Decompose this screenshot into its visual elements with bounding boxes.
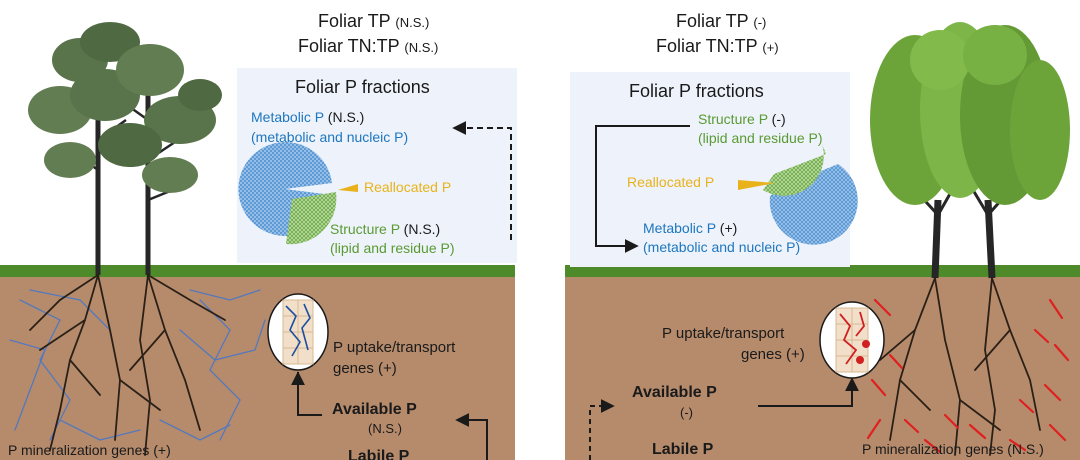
right-header-line1: Foliar TP (-) <box>676 11 766 32</box>
dashed-arrow-icon <box>452 121 512 240</box>
metabolic-label: Metabolic P <box>251 109 324 125</box>
right-header-line2: Foliar TN:TP (+) <box>656 36 779 57</box>
mineralization-genes-right: P mineralization genes (N.S.) <box>862 441 1044 457</box>
left-header-line2: Foliar TN:TP (N.S.) <box>298 36 438 57</box>
panel-title-left: Foliar P fractions <box>295 77 430 97</box>
metabolic-p-right: Metabolic P (+) <box>643 220 737 236</box>
available-p-right-sign: (-) <box>680 405 693 420</box>
metabolic-label: Metabolic P <box>643 220 716 236</box>
pie-slice-reallocated <box>738 180 775 190</box>
root-cell-icon <box>819 301 885 379</box>
grass-left <box>0 265 515 277</box>
foliar-tntp-sign: (N.S.) <box>404 40 439 55</box>
uptake-genes-right-line2: genes (+) <box>741 346 805 363</box>
left-header-line1: Foliar TP (N.S.) <box>318 11 429 32</box>
roots-left <box>9 274 266 456</box>
broadleaf-tree-icon <box>870 22 1070 279</box>
pie-slice-structure <box>763 144 826 196</box>
pie-right <box>738 144 858 245</box>
structure-sign: (-) <box>771 111 786 127</box>
metabolic-p-left: Metabolic P (N.S.) <box>251 109 364 125</box>
metabolic-sub-left: (metabolic and nucleic P) <box>251 129 409 145</box>
structure-p-left: Structure P (N.S.) <box>330 221 440 237</box>
arrow-labile-to-available-left <box>455 413 488 460</box>
structure-sub-left: (lipid and residue P) <box>330 240 455 256</box>
root-cell-icon <box>267 293 329 371</box>
structure-label: Structure P <box>698 111 768 127</box>
available-p-right: Available P <box>632 384 717 401</box>
structure-sign: (N.S.) <box>403 221 441 237</box>
conifer-tree-icon <box>28 22 222 275</box>
metabolic-sub-right: (metabolic and nucleic P) <box>643 239 801 255</box>
pie-slice-structure <box>286 192 337 245</box>
pie-left <box>238 141 358 245</box>
labile-p-left: Labile P <box>348 448 410 460</box>
foliar-tp-sign: (N.S.) <box>395 15 430 30</box>
reallocated-p-right: Reallocated P <box>627 174 715 190</box>
foliar-tntp-label: Foliar TN:TP <box>656 36 758 56</box>
foliar-tntp-sign: (+) <box>762 40 779 55</box>
structure-label: Structure P <box>330 221 400 237</box>
panel-title-right: Foliar P fractions <box>629 81 764 101</box>
structure-sub-right: (lipid and residue P) <box>698 130 823 146</box>
foliar-tp-label: Foliar TP <box>318 11 391 31</box>
foliar-tp-label: Foliar TP <box>676 11 749 31</box>
soil-right <box>565 275 1080 460</box>
available-p-left-sign: (N.S.) <box>368 421 402 436</box>
grass-right <box>565 265 1080 277</box>
mineralization-genes-left: P mineralization genes (+) <box>8 442 171 458</box>
reallocated-p-left: Reallocated P <box>364 179 452 195</box>
available-p-left: Available P <box>332 401 417 418</box>
dashed-arrow-icon <box>589 399 615 460</box>
metabolic-sign: (+) <box>719 220 738 236</box>
structure-p-right: Structure P (-) <box>698 111 786 127</box>
foliar-tp-sign: (-) <box>753 15 767 30</box>
metabolic-sign: (N.S.) <box>327 109 365 125</box>
roots-right <box>866 277 1070 456</box>
solid-arrow-icon <box>595 125 690 253</box>
uptake-genes-left-line2: genes (+) <box>333 360 397 377</box>
uptake-genes-right: P uptake/transport <box>662 325 785 342</box>
foliar-tntp-label: Foliar TN:TP <box>298 36 400 56</box>
pie-slice-reallocated <box>338 184 358 192</box>
labile-p-right: Labile P <box>652 441 714 458</box>
uptake-genes-left: P uptake/transport <box>333 339 456 356</box>
arrow-available-to-uptake-right <box>758 377 859 407</box>
